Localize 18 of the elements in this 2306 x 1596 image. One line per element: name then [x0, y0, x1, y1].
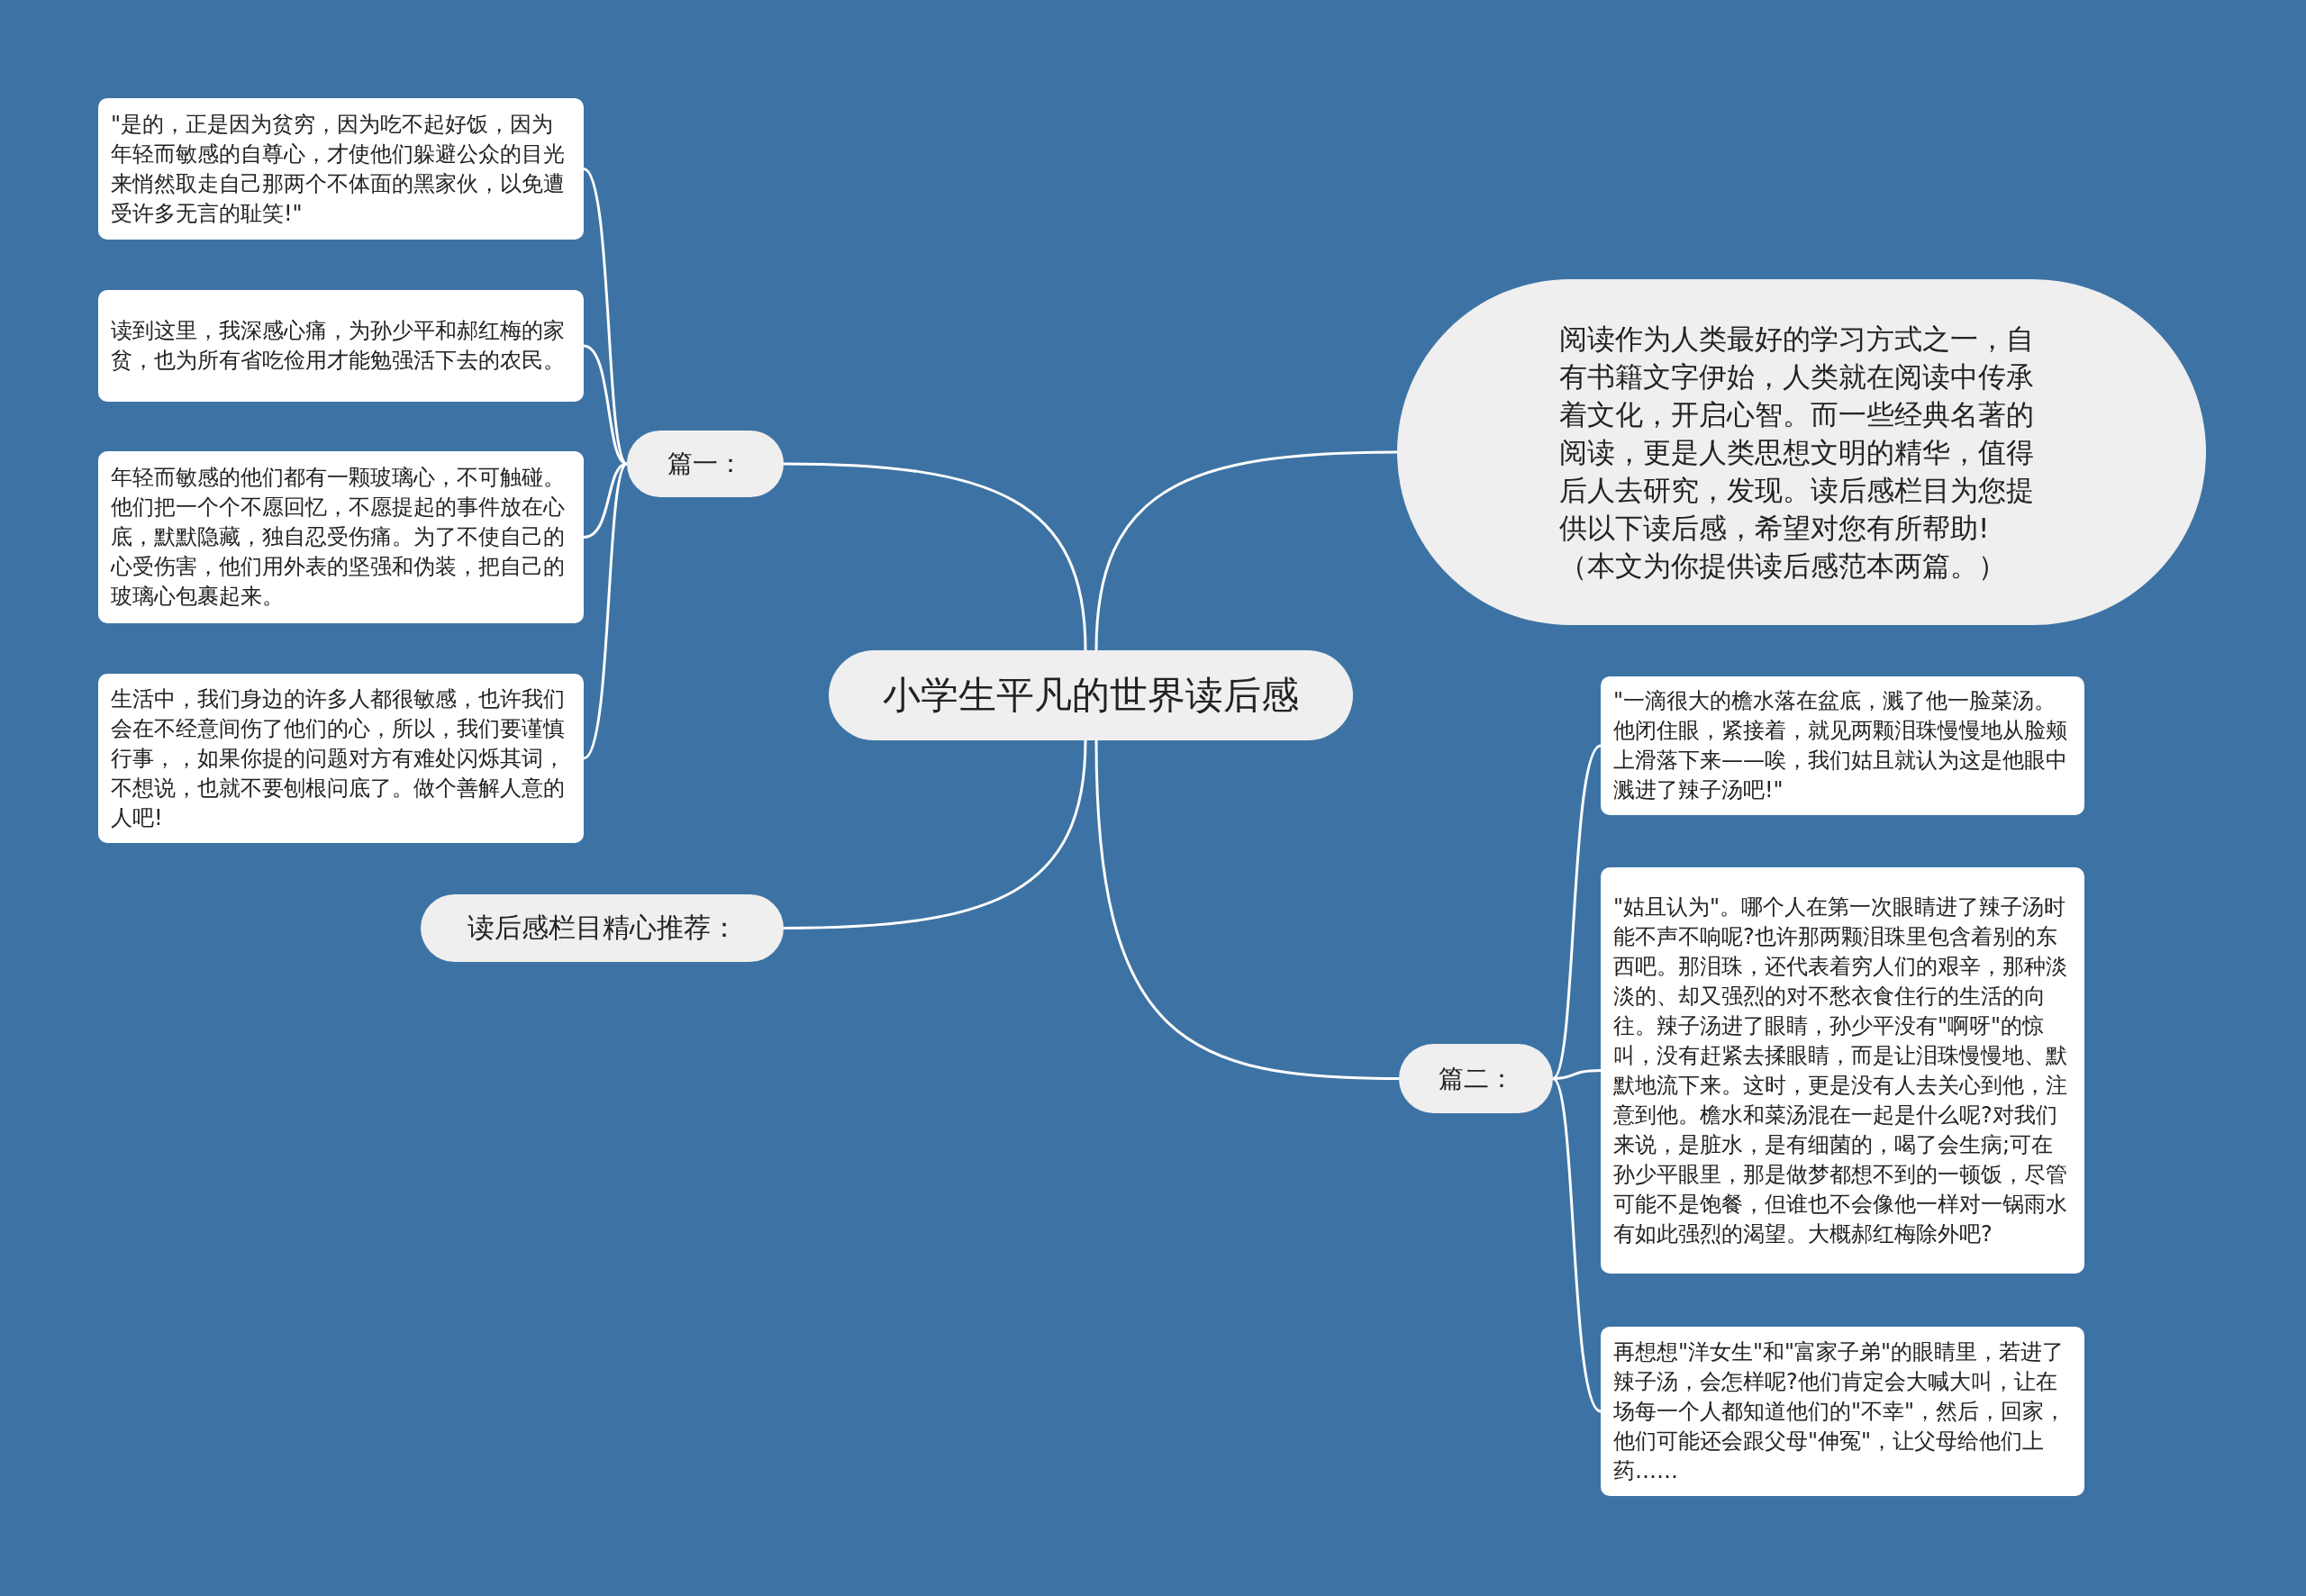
branch-pill: 读后感栏目精心推荐：	[421, 894, 784, 962]
central-topic-pill: 小学生平凡的世界读后感	[829, 650, 1353, 740]
text-card: 生活中，我们身边的许多人都很敏感，也许我们会在不经意间伤了他们的心，所以，我们要谨慎行事，，如果你提的问题对方有难处闪烁其词，不想说，也就不要刨根问底了。做个善解人意的人吧!	[98, 674, 584, 843]
connector	[1551, 744, 1602, 1080]
branch-pill: 篇一：	[627, 431, 784, 497]
connector	[783, 739, 1087, 929]
text-card: "姑且认为"。哪个人在第一次眼睛进了辣子汤时能不声不响呢?也许那两颗泪珠里包含着别的东西吧。那泪珠，还代表着穷人们的艰辛，那种淡淡的、却又强烈的对不愁衣食住行的生活的向往。辣子汤进了眼睛，孙少平没有"啊呀"的惊叫，没有赶紧去揉眼睛，而是让泪珠慢慢地、默默地流下来。这时，更是没有人去关心到他，注意到他。檐水和菜汤混在一起是什么呢?对我们来说，是脏水，是有细菌的，喝了会生病;可在孙少平眼里，那是做梦都想不到的一顿饭，尽管可能不是饱餐，但谁也不会像他一样对一锅雨水有如此强烈的渴望。大概郝红梅除外吧?	[1601, 867, 2084, 1274]
connector	[1094, 450, 1398, 651]
text-card: 再想想"洋女生"和"富家子弟"的眼睛里，若进了辣子汤，会怎样呢?他们肯定会大喊大叫，让在场每一个人都知道他们的"不幸"，然后，回家，他们可能还会跟父母"伸冤"，让父母给他们上药……	[1601, 1327, 2084, 1496]
connector	[1094, 739, 1400, 1080]
text-card: 读到这里，我深感心痛，为孙少平和郝红梅的家贫，也为所有省吃俭用才能勉强活下去的农民。	[98, 290, 584, 402]
text-card: 年轻而敏感的他们都有一颗玻璃心，不可触碰。他们把一个个不愿回忆，不愿提起的事件放在心底，默默隐藏，独自忍受伤痛。为了不使自己的心受伤害，他们用外表的坚强和伪装，把自己的玻璃心包裹起来。	[98, 451, 584, 623]
text-card: "一滴很大的檐水落在盆底，溅了他一脸菜汤。他闭住眼，紧接着，就见两颗泪珠慢慢地从脸颊上滑落下来——唉，我们姑且就认为这是他眼中溅进了辣子汤吧!"	[1601, 676, 2084, 815]
branch-pill: 篇二：	[1399, 1044, 1553, 1113]
connector	[783, 462, 1087, 651]
connector	[583, 463, 629, 760]
text-card: "是的，正是因为贫穷，因为吃不起好饭，因为年轻而敏感的自尊心，才使他们躲避公众的目光来悄然取走自己那两个不体面的黑家伙，以免遭受许多无言的耻笑!"	[98, 98, 584, 240]
connector	[1551, 1077, 1602, 1413]
